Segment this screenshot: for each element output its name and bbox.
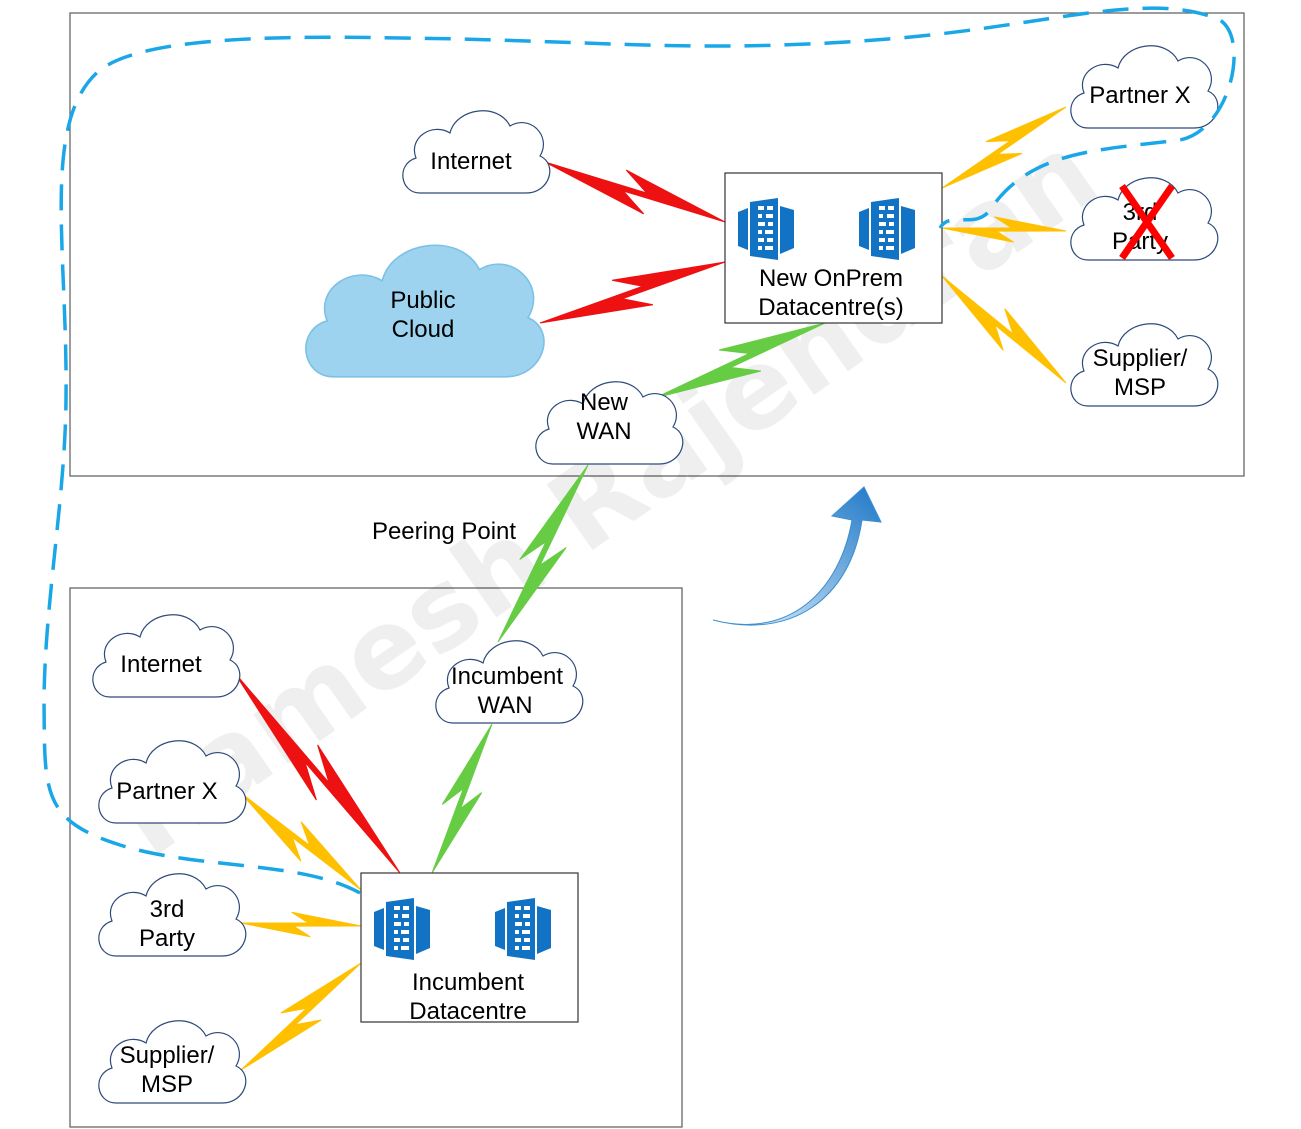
inc-partner-x-label: Partner X	[116, 778, 217, 805]
inc-third-party-label-2: Party	[139, 925, 195, 952]
peering-point-label: Peering Point	[372, 518, 516, 545]
new-internet-node[interactable]: Internet	[402, 110, 551, 194]
inc-supplier-label-2: MSP	[141, 1071, 193, 1098]
incumbent-datacentre-node[interactable]: Incumbent Datacentre	[360, 872, 579, 1025]
new-wan-label-1: New	[580, 389, 629, 416]
public-cloud-label-2: Cloud	[392, 316, 455, 343]
new-supplier-node[interactable]: Supplier/ MSP	[1070, 323, 1219, 407]
wan-link-bolt	[497, 464, 589, 643]
public-cloud-node[interactable]: Public Cloud	[305, 244, 545, 378]
migration-arrow-icon	[712, 486, 882, 626]
new-datacentre-label-1: New OnPrem	[759, 265, 903, 292]
removed-cross-icon	[1119, 184, 1175, 260]
partner-link-bolt	[941, 275, 1067, 384]
partner-link-bolt	[941, 106, 1067, 189]
inc-third-party-label-1: 3rd	[150, 896, 185, 923]
incumbent-wan-label-2: WAN	[477, 692, 532, 719]
internet-link-bolt	[544, 161, 726, 223]
public-cloud-label-1: Public	[390, 287, 455, 314]
new-wan-label-2: WAN	[576, 418, 631, 445]
partner-link-bolt	[240, 792, 362, 891]
inc-third-party-node[interactable]: 3rd Party	[98, 873, 247, 957]
partner-link-bolt	[240, 911, 362, 938]
wan-link-bolt	[431, 723, 493, 874]
new-internet-label: Internet	[430, 148, 512, 175]
inc-supplier-node[interactable]: Supplier/ MSP	[98, 1020, 247, 1104]
incumbent-datacentre-label-2: Datacentre	[409, 998, 526, 1025]
incumbent-wan-node[interactable]: Incumbent WAN	[435, 640, 584, 724]
inc-internet-label: Internet	[120, 651, 202, 678]
inc-internet-node[interactable]: Internet	[92, 614, 241, 698]
inc-supplier-label-1: Supplier/	[120, 1042, 215, 1069]
incumbent-wan-label-1: Incumbent	[451, 663, 563, 690]
incumbent-datacentre-label-1: Incumbent	[412, 969, 524, 996]
partner-link-bolt	[240, 962, 362, 1071]
watermark: Ramesh Rajendran	[91, 108, 1119, 881]
new-datacentre-label-2: Datacentre(s)	[758, 294, 903, 321]
partner-link-bolt	[941, 216, 1067, 243]
incumbent-environment-container	[69, 587, 683, 1128]
migration-scope-boundary	[42, 6, 1236, 895]
new-supplier-label-2: MSP	[1114, 374, 1166, 401]
new-wan-node[interactable]: New WAN	[535, 381, 684, 465]
new-partner-x-node[interactable]: Partner X	[1070, 45, 1219, 129]
new-third-party-node[interactable]: 3rd Party	[1070, 177, 1219, 261]
new-supplier-label-1: Supplier/	[1093, 345, 1188, 372]
inc-partner-x-node[interactable]: Partner X	[98, 740, 247, 824]
new-datacentre-node[interactable]: New OnPrem Datacentre(s)	[724, 172, 943, 324]
new-environment-container	[69, 12, 1245, 477]
new-partner-x-label: Partner X	[1089, 82, 1190, 109]
internet-link-bolt	[539, 261, 726, 324]
